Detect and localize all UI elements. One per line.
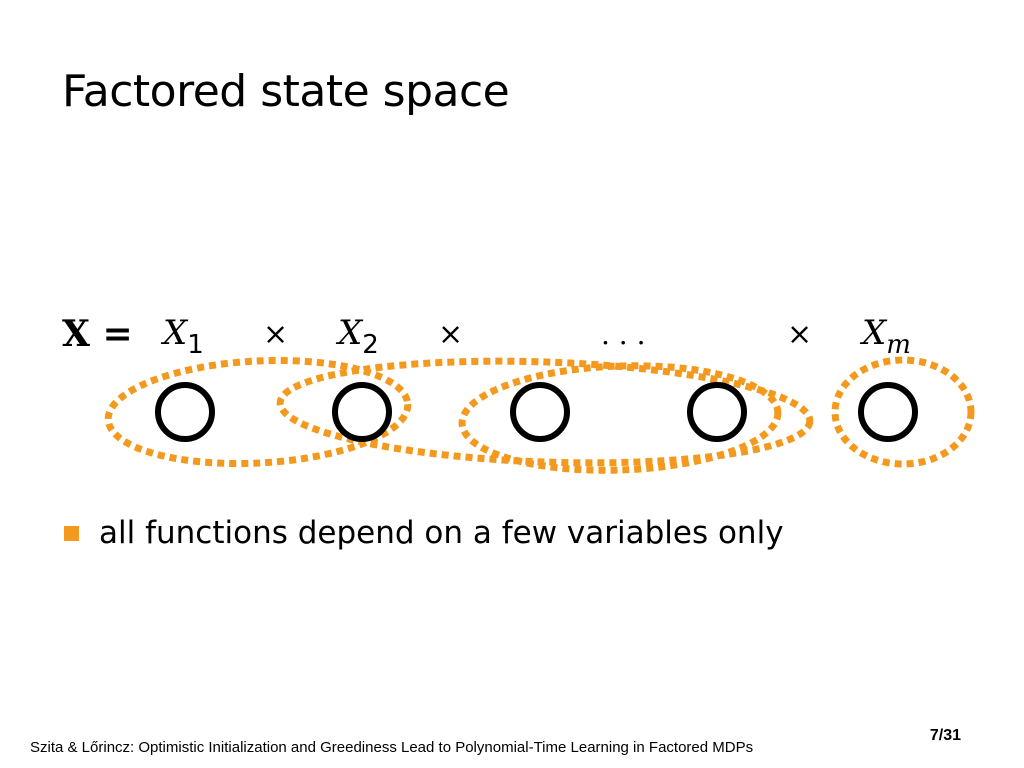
scope-ellipse <box>458 362 782 474</box>
slide-title: Factored state space <box>62 66 510 117</box>
times-symbol: × <box>263 317 288 352</box>
bullet-square-icon <box>64 525 79 541</box>
times-symbol: × <box>438 317 463 352</box>
factor-x1: X1 <box>160 313 204 360</box>
bullet-text: all functions depend on a few variables … <box>99 515 784 551</box>
factor-xm: Xm <box>859 313 911 360</box>
scope-ellipse <box>831 356 975 468</box>
variable-node <box>510 382 570 442</box>
variable-node <box>332 382 392 442</box>
times-symbol: × <box>787 317 812 352</box>
variable-node <box>858 382 918 442</box>
scope-ellipses <box>104 356 975 474</box>
bullet-item: all functions depend on a few variables … <box>64 515 784 551</box>
equation-lhs: X = <box>62 313 133 355</box>
scope-ellipse <box>276 357 814 467</box>
factor-diagram: X = X1 × X2 × . . . × Xm <box>62 313 975 474</box>
page-number: 7/31 <box>929 727 961 744</box>
footer-citation: Szita & Lőrincz: Optimistic Initializati… <box>30 739 754 756</box>
variable-node <box>155 382 215 442</box>
ellipsis: . . . <box>601 318 646 351</box>
variable-node <box>687 382 747 442</box>
variable-nodes <box>155 382 918 442</box>
factor-x2: X2 <box>335 313 379 360</box>
